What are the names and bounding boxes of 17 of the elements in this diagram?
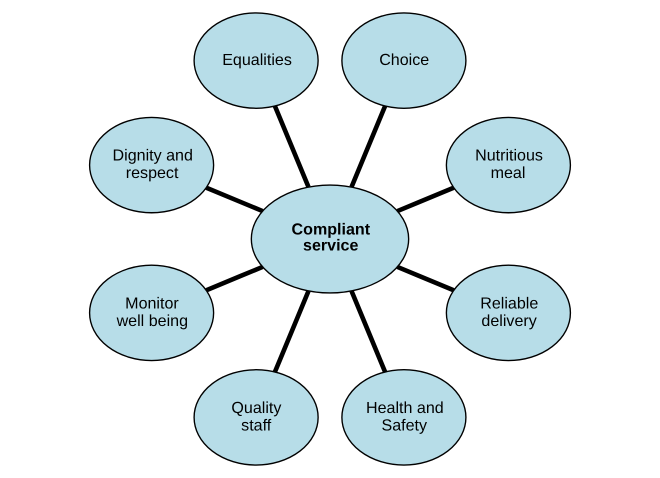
connector [206, 264, 264, 292]
connector [272, 105, 311, 188]
node-ellipse: Equalities [193, 12, 319, 109]
connector [349, 105, 388, 188]
connector [396, 264, 454, 292]
node-ellipse: Nutritious meal [446, 116, 572, 214]
node-ellipse: Dignity and respect [88, 116, 214, 214]
node-ellipse: Choice [341, 12, 467, 109]
connector [396, 186, 454, 214]
node-ellipse: Reliable delivery [446, 264, 572, 362]
connector [349, 290, 388, 373]
connector [272, 290, 311, 373]
node-ellipse: Quality staff [193, 369, 319, 466]
node-ellipse: Compliant service [250, 184, 410, 294]
node-ellipse: Health and Safety [341, 369, 467, 466]
connector [206, 186, 264, 214]
node-ellipse: Monitor well being [88, 264, 214, 362]
